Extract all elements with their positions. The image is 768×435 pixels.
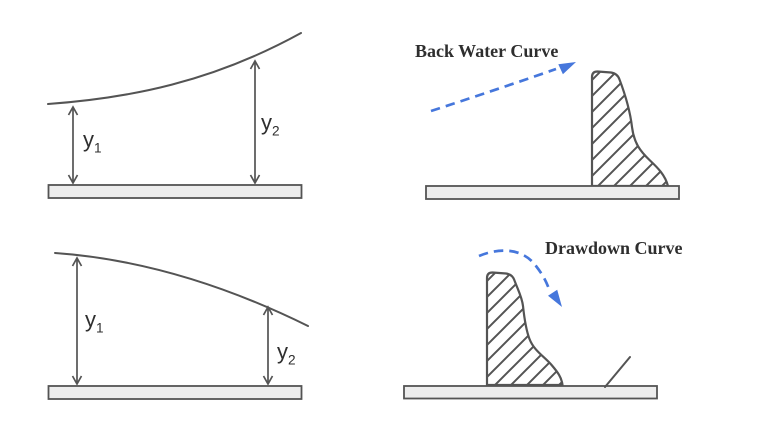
depth-label-sub: 2 xyxy=(272,123,280,139)
water-surface-rising-curve xyxy=(47,32,302,105)
channel-bed xyxy=(47,385,303,400)
y1-depth-arrow xyxy=(71,256,83,386)
depth-label-base: y xyxy=(277,339,288,364)
panel-top-left xyxy=(47,32,303,199)
drawdown-flow-dashed-arrow xyxy=(478,249,551,290)
backwater-curve-caption: Back Water Curve xyxy=(415,41,559,61)
depth-label-y2: y2 xyxy=(261,112,280,138)
channel-bed xyxy=(425,185,680,200)
downstream-slope-line xyxy=(604,356,631,388)
backwater-flow-dashed-arrow xyxy=(430,67,557,113)
depth-label-sub: 2 xyxy=(288,352,296,368)
channel-bed xyxy=(47,184,303,199)
water-surface-falling-curve xyxy=(54,252,309,327)
depth-label-y1: y1 xyxy=(85,309,104,335)
depth-label-base: y xyxy=(83,127,94,152)
depth-label-y1: y1 xyxy=(83,129,102,155)
depth-label-sub: 1 xyxy=(96,320,104,336)
drawdown-flow-arrowhead-icon xyxy=(548,289,562,307)
y1-depth-arrow xyxy=(67,105,79,185)
depth-label-y2: y2 xyxy=(277,341,296,367)
backwater-flow-arrowhead-icon xyxy=(558,62,576,75)
depth-label-base: y xyxy=(85,307,96,332)
panel-bottom-left xyxy=(47,252,309,400)
channel-bed xyxy=(403,385,658,400)
spillway-dam-hatched xyxy=(485,271,564,387)
spillway-dam-hatched xyxy=(590,70,670,188)
depth-label-base: y xyxy=(261,110,272,135)
drawdown-curve-caption: Drawdown Curve xyxy=(545,238,683,258)
y2-depth-arrow xyxy=(249,59,261,185)
depth-label-sub: 1 xyxy=(94,140,102,156)
panel-top-right xyxy=(425,62,680,200)
panel-bottom-right xyxy=(403,249,658,400)
y2-depth-arrow xyxy=(262,305,274,386)
